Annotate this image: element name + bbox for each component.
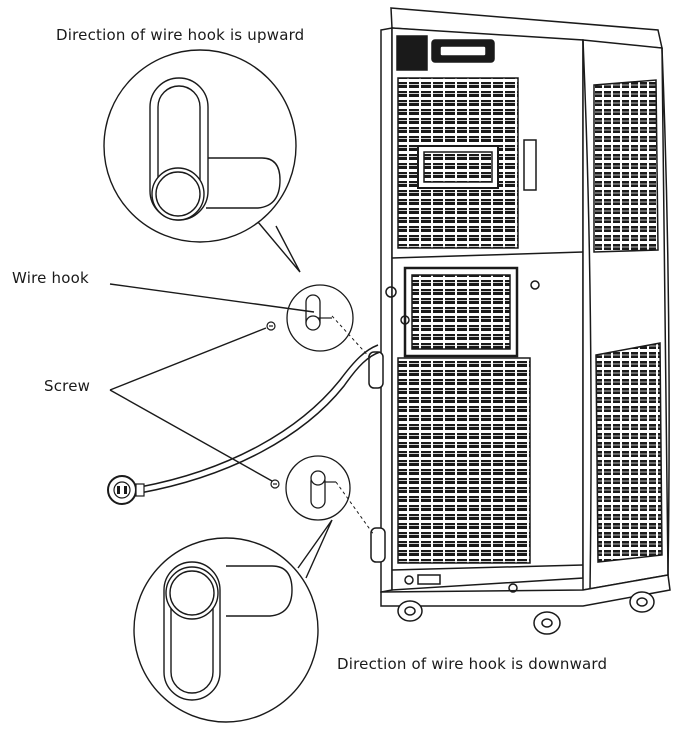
air-conditioner-unit [368, 7, 671, 607]
caster-wheel-icon [397, 591, 655, 635]
label-direction-downward: Direction of wire hook is downward [337, 655, 608, 673]
label-screw: Screw [44, 377, 91, 395]
leader-lines [109, 283, 315, 482]
wire-hook-icon [163, 561, 293, 701]
power-plug-icon [107, 475, 145, 505]
label-wire-hook: Wire hook [12, 269, 89, 287]
hook-detail-lower [285, 455, 351, 521]
magnified-callout-downward [133, 519, 333, 723]
label-direction-upward: Direction of wire hook is upward [56, 26, 305, 44]
wire-hook-icon [149, 77, 281, 221]
screw-icon [266, 321, 280, 489]
magnified-callout-upward [103, 49, 301, 273]
power-cord [139, 344, 381, 494]
dashed-connectors [331, 315, 375, 536]
hook-detail-upper [286, 284, 354, 352]
